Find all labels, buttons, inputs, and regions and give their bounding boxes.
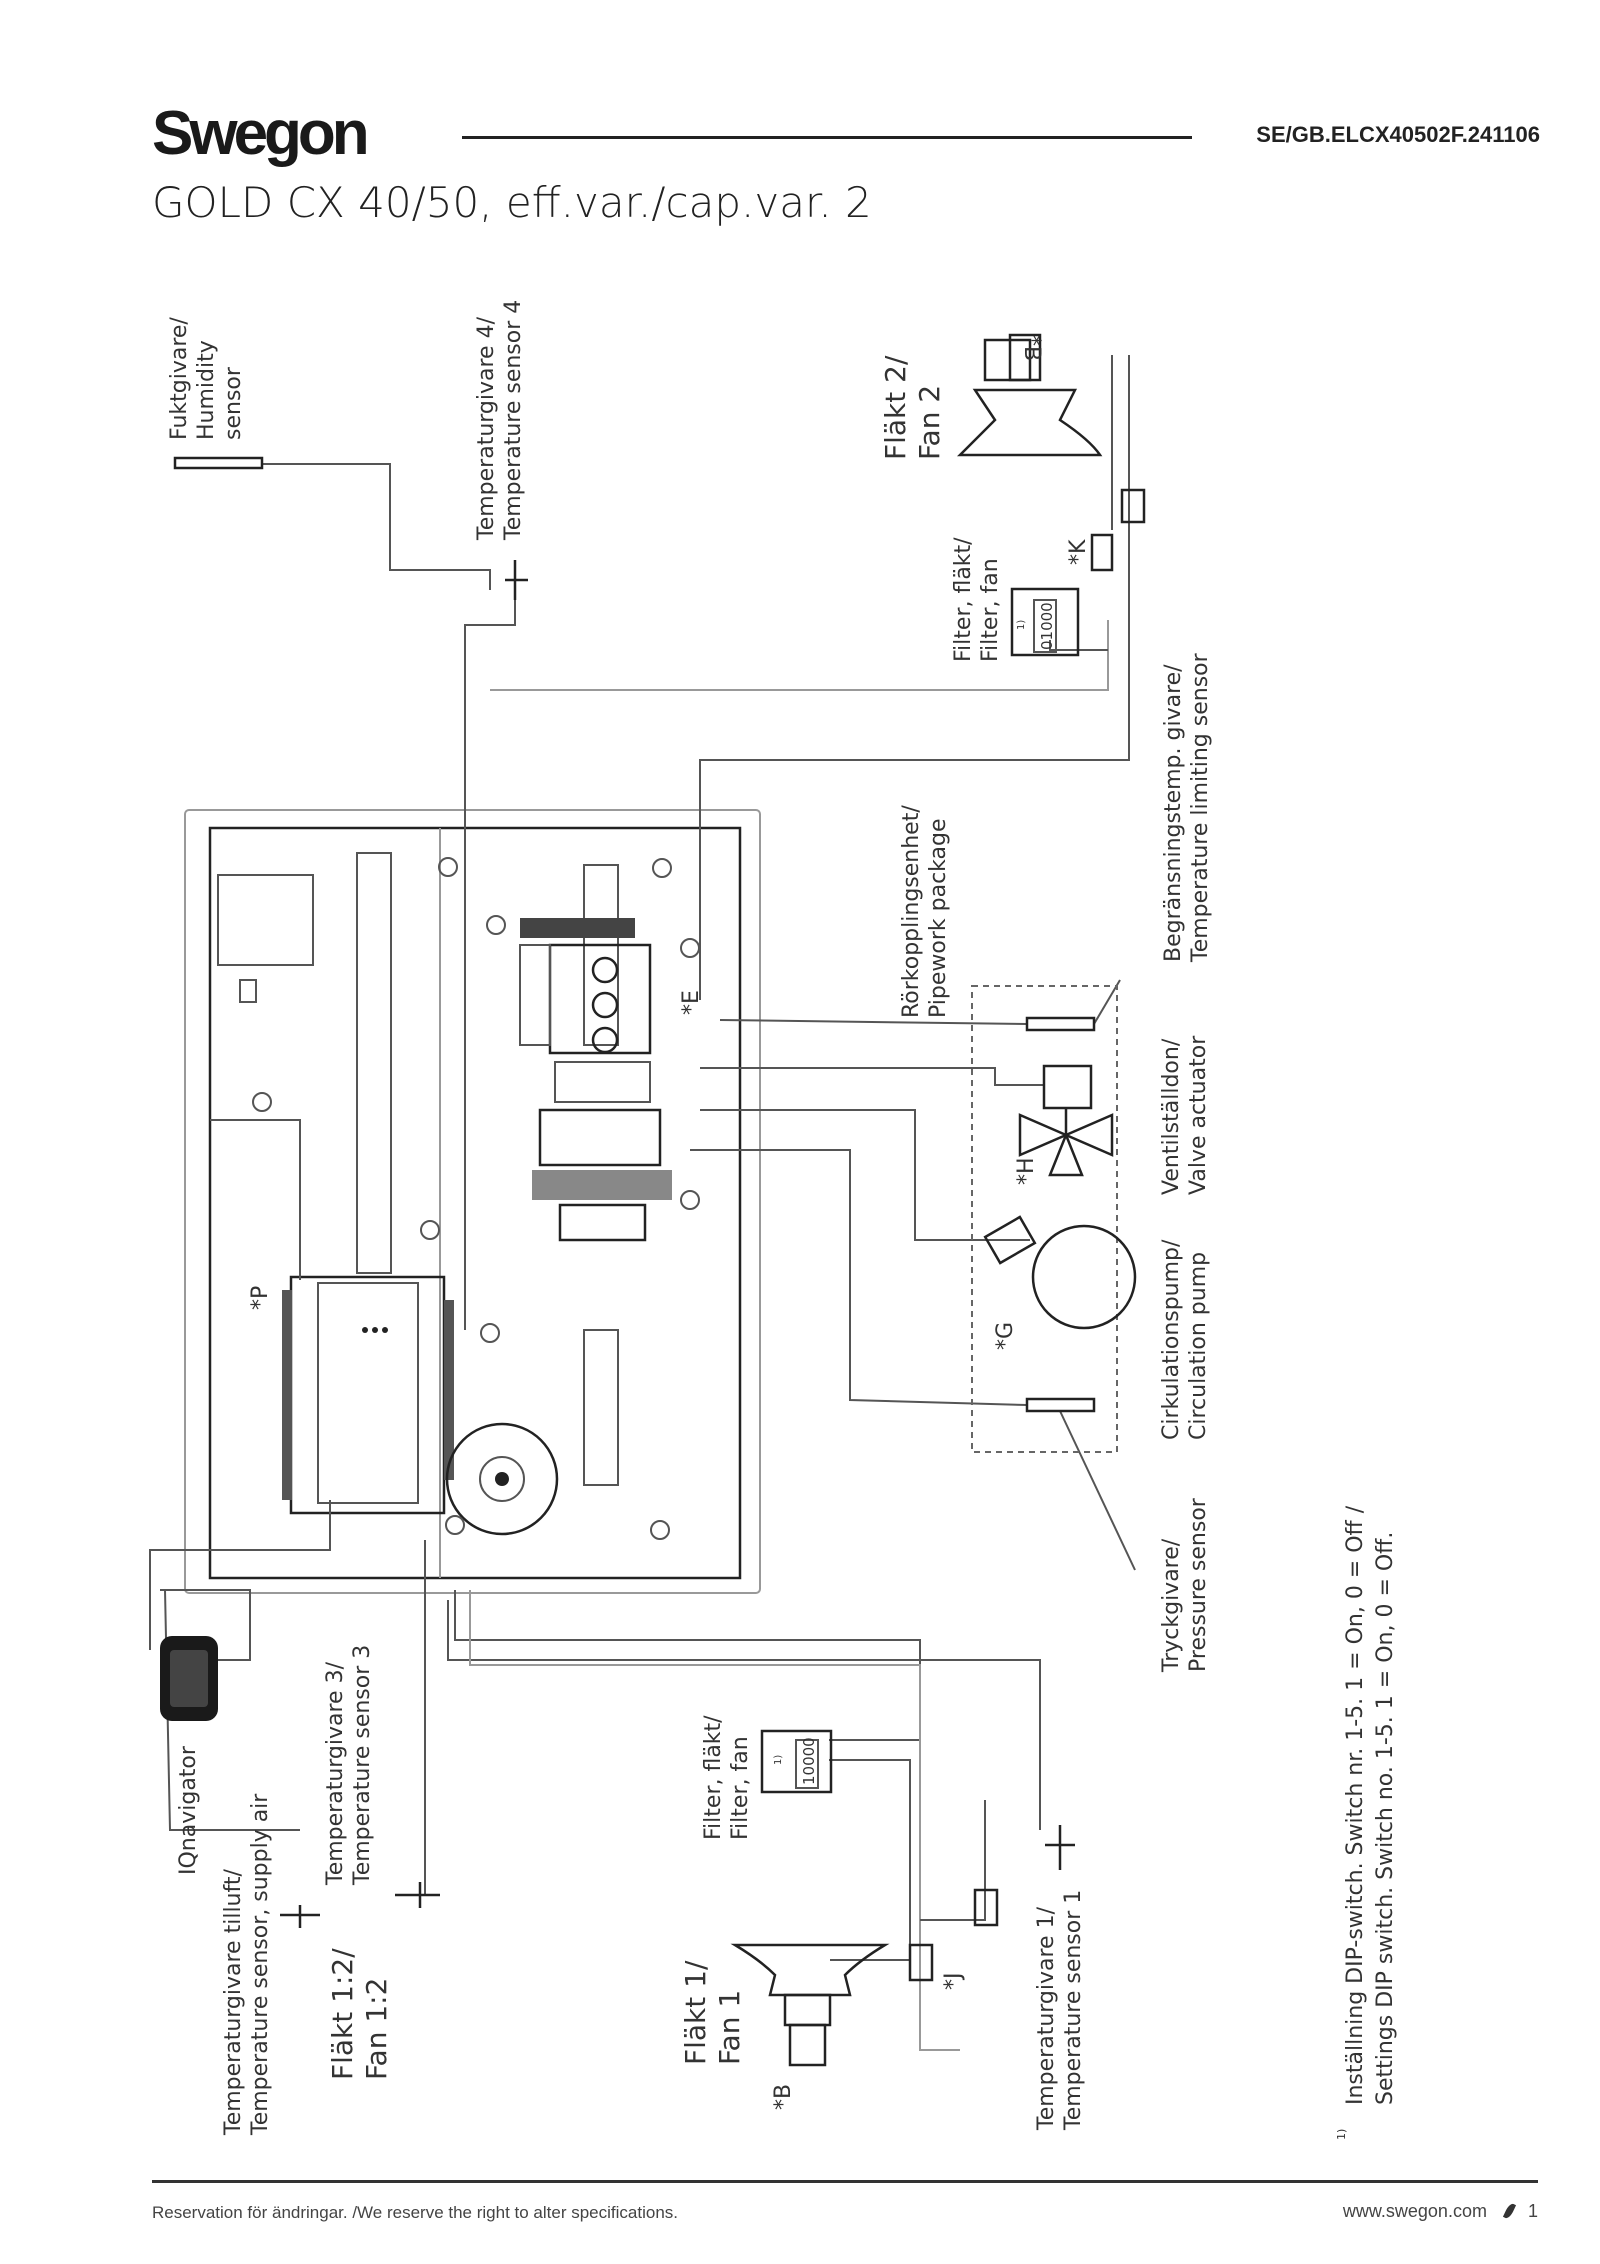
label-temperature-sensor-4: Temperaturgivare 4/Temperature sensor 4 <box>474 300 526 541</box>
marker-h: *H <box>1014 1157 1039 1185</box>
iqnavigator-device <box>160 1636 218 1721</box>
humidity-sensor <box>173 456 264 470</box>
marker-g: *G <box>993 1322 1018 1350</box>
footnote-mark: 1) <box>1335 2129 1348 2140</box>
label-fan-1: Fläkt 1/Fan 1 <box>679 1960 746 2065</box>
document-code: SE/GB.ELCX40502F.241106 <box>1256 122 1540 147</box>
marker-k: *K <box>1066 539 1091 565</box>
label-temperature-sensor-supply-air: Temperaturgivare tilluft/Temperature sen… <box>221 1793 273 2136</box>
marker-e: *E <box>679 990 704 1015</box>
label-fan-2: Fläkt 2/Fan 2 <box>879 355 946 460</box>
wiring <box>149 355 1136 2051</box>
connector-j <box>908 1943 934 1982</box>
page-number: 1 <box>1527 2201 1538 2221</box>
label-temperature-sensor-3: Temperaturgivare 3/Temperature sensor 3 <box>323 1645 375 1886</box>
label-humidity-sensor: Fuktgivare/Humiditysensor <box>167 317 246 440</box>
footer-rule <box>152 2180 1538 2183</box>
connector-k <box>1090 533 1114 572</box>
panel-fan <box>445 1422 559 1536</box>
temperature-sensor-supply-air <box>280 1905 320 1928</box>
label-fan-1-2: Fläkt 1:2/Fan 1:2 <box>326 1948 393 2080</box>
temperature-sensor-4 <box>505 560 528 600</box>
temperature-sensor-1 <box>1045 1825 1075 1870</box>
footer-disclaimer: Reservation för ändringar. /We reserve t… <box>152 2203 678 2222</box>
valve-actuator <box>1018 1064 1114 1177</box>
label-pressure-sensor: Tryckgivare/Pressure sensor <box>1159 1497 1211 1673</box>
marker-b-bottom: *B <box>771 2084 796 2110</box>
filter-fan-top: 01000 1) <box>1010 587 1080 657</box>
connector-top <box>1120 488 1146 524</box>
label-filter-fan-top: Filter, fläkt/Filter, fan <box>951 537 1003 662</box>
footnote-ref: 1) <box>1016 620 1027 630</box>
footnote-dip-switch: Inställning DIP-switch. Switch nr. 1-5. … <box>1343 1505 1398 2105</box>
filter-fan-bottom: 10000 1) <box>760 1729 833 1794</box>
label-valve-actuator: Ventilställdon/Valve actuator <box>1159 1035 1211 1195</box>
website-link[interactable]: www.swegon.com <box>1342 2201 1487 2221</box>
label-iqnavigator: IQnavigator <box>176 1745 201 1875</box>
terminal-block <box>558 1203 647 1242</box>
footnote-ref: 1) <box>773 1755 784 1765</box>
circulation-pump <box>983 1215 1137 1330</box>
marker-b-top: *B <box>1019 335 1044 361</box>
circuit-breakers <box>519 918 652 1103</box>
control-panel <box>184 809 761 1594</box>
fan-2 <box>956 333 1103 457</box>
pipework-package-box <box>971 985 1118 1453</box>
leaf-icon <box>1502 2202 1517 2220</box>
label-circulation-pump: Cirkulationspump/Circulation pump <box>1159 1239 1211 1440</box>
label-filter-fan-bottom: Filter, fläkt/Filter, fan <box>701 1715 753 1840</box>
power-supply <box>538 1108 662 1167</box>
fan-1 <box>730 1943 890 2067</box>
din-rail-right-bottom <box>583 1329 619 1486</box>
header-rule <box>462 136 1192 139</box>
footer-right: www.swegon.com 1 <box>1343 2201 1538 2222</box>
pressure-sensor <box>1025 1397 1096 1413</box>
label-pipework-package: Rörkopplingsenhet/Pipework package <box>899 805 951 1018</box>
temperature-sensor-3 <box>395 1882 440 1908</box>
label-temperature-limiting-sensor: Begränsningstemp. givare/Temperature lim… <box>1161 652 1213 963</box>
dip-switch-value: 01000 <box>1038 602 1056 650</box>
dip-switch-value: 10000 <box>800 1737 818 1785</box>
din-rail-left <box>356 852 392 1274</box>
page-title: GOLD CX 40/50, eff.var./cap.var. 2 <box>152 178 872 227</box>
swegon-logo: Swegon <box>152 99 370 168</box>
connector-bottom <box>973 1888 999 1927</box>
label-temperature-sensor-1: Temperaturgivare 1/Temperature sensor 1 <box>1034 1890 1086 2131</box>
din-rail-right-top <box>583 864 619 1046</box>
temperature-limiting-sensor <box>1025 1016 1096 1032</box>
marker-j: *J <box>941 1973 966 1991</box>
marker-p: *P <box>248 1286 273 1310</box>
controller-unit <box>282 1275 454 1515</box>
